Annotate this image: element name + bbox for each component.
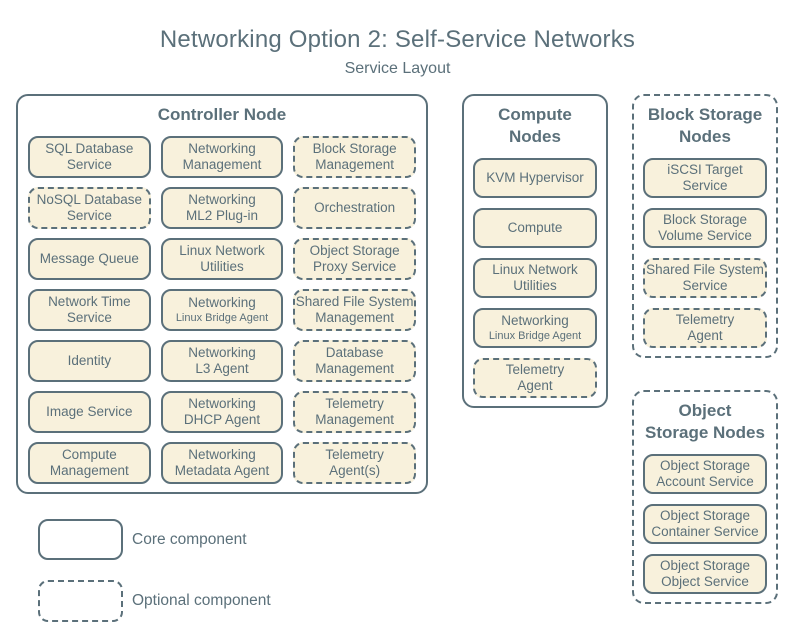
service-label: Block Storage Volume Service: [658, 211, 752, 244]
service-networking-metadata-agent: Networking Metadata Agent: [160, 442, 284, 484]
optional-component-label: Optional component: [132, 592, 271, 609]
service-kvm-hypervisor: KVM Hypervisor: [473, 158, 597, 198]
service-label: Object Storage Account Service: [656, 457, 754, 490]
service-networking-ml2-plug-in: Networking ML2 Plug-in: [160, 187, 284, 229]
service-telemetry-agent-s: Telemetry Agent(s): [293, 442, 416, 484]
service-compute-management: Compute Management: [28, 442, 151, 484]
service-label: Orchestration: [314, 199, 396, 215]
service-label: Object Storage Container Service: [651, 507, 759, 540]
service-label: NoSQL Database Service: [36, 191, 142, 224]
service-label: Telemetry Management: [315, 395, 395, 428]
service-label: Networking DHCP Agent: [183, 395, 261, 428]
service-network-time-service: Network Time Service: [28, 289, 151, 331]
service-sublabel: Linux Bridge Agent: [488, 329, 582, 342]
service-networking-l3-agent: Networking L3 Agent: [160, 340, 284, 382]
service-message-queue: Message Queue: [28, 238, 151, 280]
core-component-swatch: [38, 519, 123, 560]
service-label: Block Storage Management: [312, 140, 397, 173]
service-telemetry-management: Telemetry Management: [293, 391, 416, 433]
service-shared-file-system-management: Shared File System Management: [293, 289, 416, 331]
service-label: Linux Network Utilities: [492, 261, 578, 294]
service-label: iSCSI Target Service: [667, 161, 743, 194]
service-label: Networking ML2 Plug-in: [185, 191, 259, 224]
service-label: Telemetry Agent: [675, 311, 735, 344]
service-linux-network-utilities: Linux Network Utilities: [473, 258, 597, 298]
page-title: Networking Option 2: Self-Service Networ…: [159, 26, 636, 53]
service-block-storage-volume-service: Block Storage Volume Service: [643, 208, 767, 248]
service-block-storage-management: Block Storage Management: [293, 136, 416, 178]
service-label: Linux Network Utilities: [179, 242, 265, 275]
service-label: Networking Metadata Agent: [174, 446, 270, 479]
service-object-storage-account-service: Object Storage Account Service: [643, 454, 767, 494]
controller-node-title: Controller Node: [157, 105, 287, 124]
service-identity: Identity: [28, 340, 151, 382]
service-label: KVM Hypervisor: [486, 169, 584, 185]
service-label: Telemetry Agent(s): [325, 446, 384, 479]
service-compute: Compute: [473, 208, 597, 248]
service-networking-management: Networking Management: [160, 136, 284, 178]
service-orchestration: Orchestration: [293, 187, 416, 229]
service-label: Networking L3 Agent: [188, 344, 256, 377]
service-object-storage-proxy-service: Object Storage Proxy Service: [293, 238, 416, 280]
service-label: Networking: [188, 295, 256, 311]
service-telemetry-agent: Telemetry Agent: [473, 358, 597, 398]
service-shared-file-system-service: Shared File System Service: [643, 258, 767, 298]
service-label: Database Management: [315, 344, 395, 377]
service-linux-network-utilities: Linux Network Utilities: [160, 238, 284, 280]
service-label: Telemetry Agent: [505, 361, 565, 394]
service-label: SQL Database Service: [45, 140, 134, 173]
compute-nodes-title: Compute Nodes: [498, 105, 572, 146]
block-storage-nodes-group: Block Storage Nodes iSCSI Target Service…: [632, 94, 778, 358]
service-label: Compute: [507, 219, 563, 235]
service-label: Networking Management: [182, 140, 262, 173]
service-telemetry-agent: Telemetry Agent: [643, 308, 767, 348]
service-label: Shared File System Service: [646, 261, 764, 294]
object-storage-nodes-group: Object Storage Nodes Object Storage Acco…: [632, 390, 778, 604]
service-label: Identity: [67, 352, 112, 368]
service-sublabel: Linux Bridge Agent: [175, 311, 269, 324]
service-nosql-database-service: NoSQL Database Service: [28, 187, 151, 229]
service-label: Compute Management: [49, 446, 129, 479]
service-label: Message Queue: [39, 250, 139, 266]
service-networking-dhcp-agent: Networking DHCP Agent: [160, 391, 284, 433]
service-label: Shared File System Management: [295, 293, 414, 326]
service-image-service: Image Service: [28, 391, 151, 433]
legend-item-core: Core component: [38, 519, 247, 560]
optional-component-swatch: [38, 580, 123, 622]
legend-item-optional: Optional component: [38, 580, 271, 622]
core-component-label: Core component: [132, 530, 247, 548]
service-object-storage-container-service: Object Storage Container Service: [643, 504, 767, 544]
service-label: Image Service: [46, 403, 133, 419]
service-label: Networking: [501, 313, 569, 329]
service-object-storage-object-service: Object Storage Object Service: [643, 554, 767, 594]
object-storage-nodes-title: Object Storage Nodes: [645, 401, 765, 442]
controller-services: SQL Database Service Networking Managemen…: [28, 136, 416, 484]
service-label: Network Time Service: [48, 293, 131, 326]
page-subtitle: Service Layout: [344, 60, 451, 77]
block-storage-nodes-title: Block Storage Nodes: [647, 105, 763, 146]
service-label: Object Storage Proxy Service: [309, 242, 400, 275]
service-database-management: Database Management: [293, 340, 416, 382]
service-iscsi-target-service: iSCSI Target Service: [643, 158, 767, 198]
service-label: Object Storage Object Service: [659, 557, 751, 590]
service-sql-database-service: SQL Database Service: [28, 136, 151, 178]
